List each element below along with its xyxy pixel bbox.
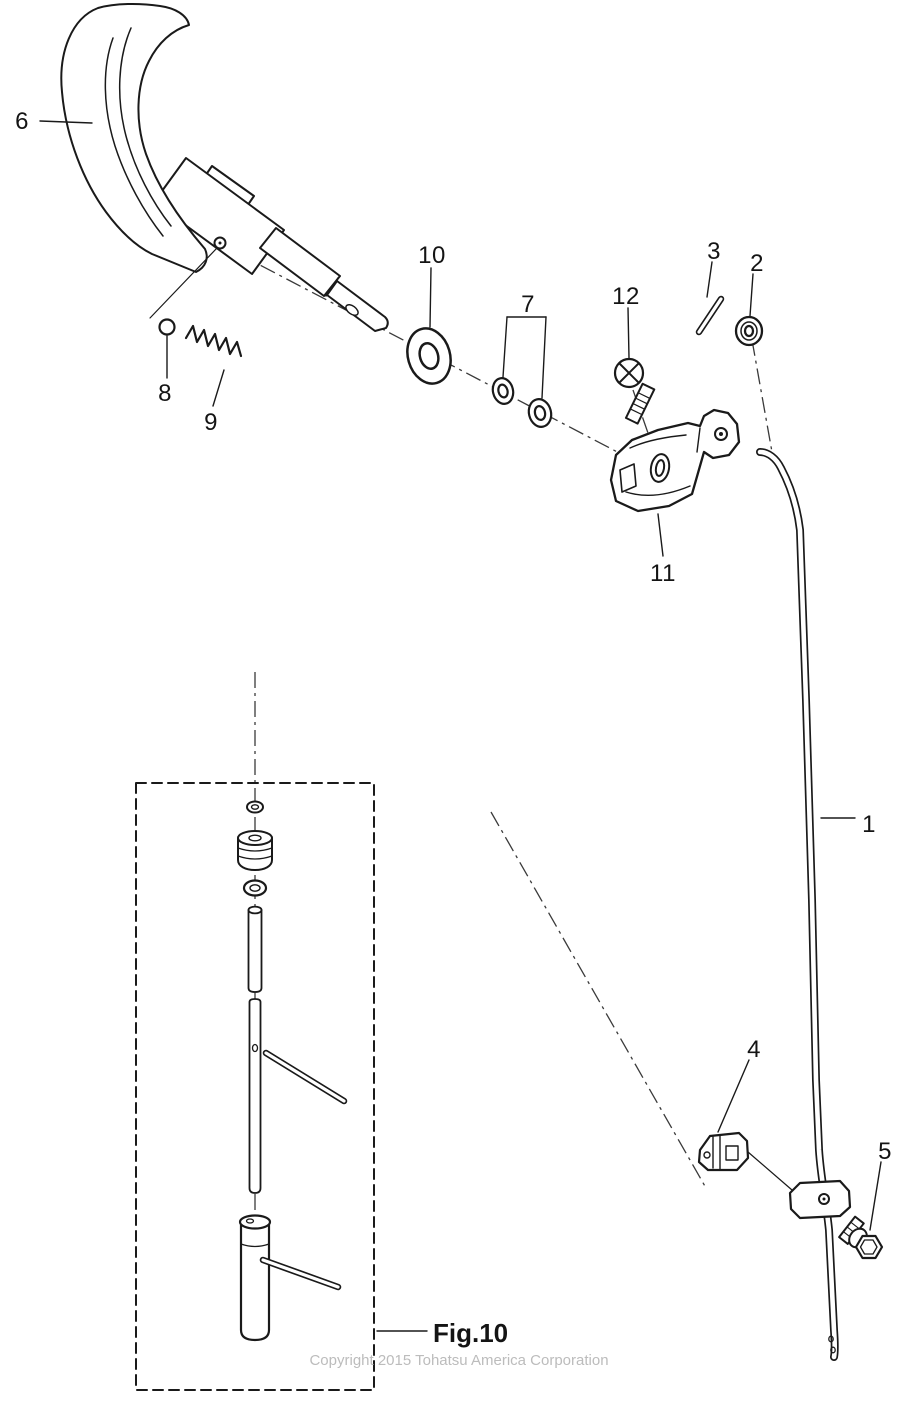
washer-part-2 (734, 315, 764, 347)
part-label-10: 10 (418, 242, 446, 269)
fig10-detail-parts (237, 800, 348, 1342)
washers-part-7 (491, 377, 553, 428)
fig10-dashed-box (135, 782, 375, 1391)
washer-part-10 (406, 327, 452, 385)
part-label-9: 9 (204, 409, 218, 436)
part-label-12: 12 (612, 283, 640, 310)
shift-bracket-part-11 (609, 408, 741, 513)
bolt-part-12 (613, 357, 656, 425)
part-label-11: 11 (650, 560, 676, 587)
rod-clamp-part-4 (697, 1131, 852, 1220)
part-label-3: 3 (707, 238, 721, 265)
copyright-text: Copyright 2015 Tohatsu America Corporati… (309, 1352, 609, 1369)
leader-lines (39, 120, 882, 1332)
part-label-5: 5 (878, 1138, 892, 1165)
part-label-4: 4 (747, 1036, 761, 1063)
part-label-2: 2 (750, 250, 764, 277)
ball-leader-line (149, 247, 218, 319)
pin-part-3 (695, 295, 725, 336)
part-label-1: 1 (862, 811, 876, 838)
spring-part-9 (184, 324, 243, 358)
figure-label: Fig.10 (433, 1318, 509, 1348)
part-label-6: 6 (15, 108, 29, 135)
detent-ball-part-8 (158, 318, 176, 336)
shift-handle-part-6 (60, 2, 389, 332)
shift-rod-part-1 (756, 448, 839, 1361)
bolt-part-5 (838, 1215, 884, 1260)
part-label-7: 7 (521, 291, 535, 318)
part-label-8: 8 (158, 380, 172, 407)
